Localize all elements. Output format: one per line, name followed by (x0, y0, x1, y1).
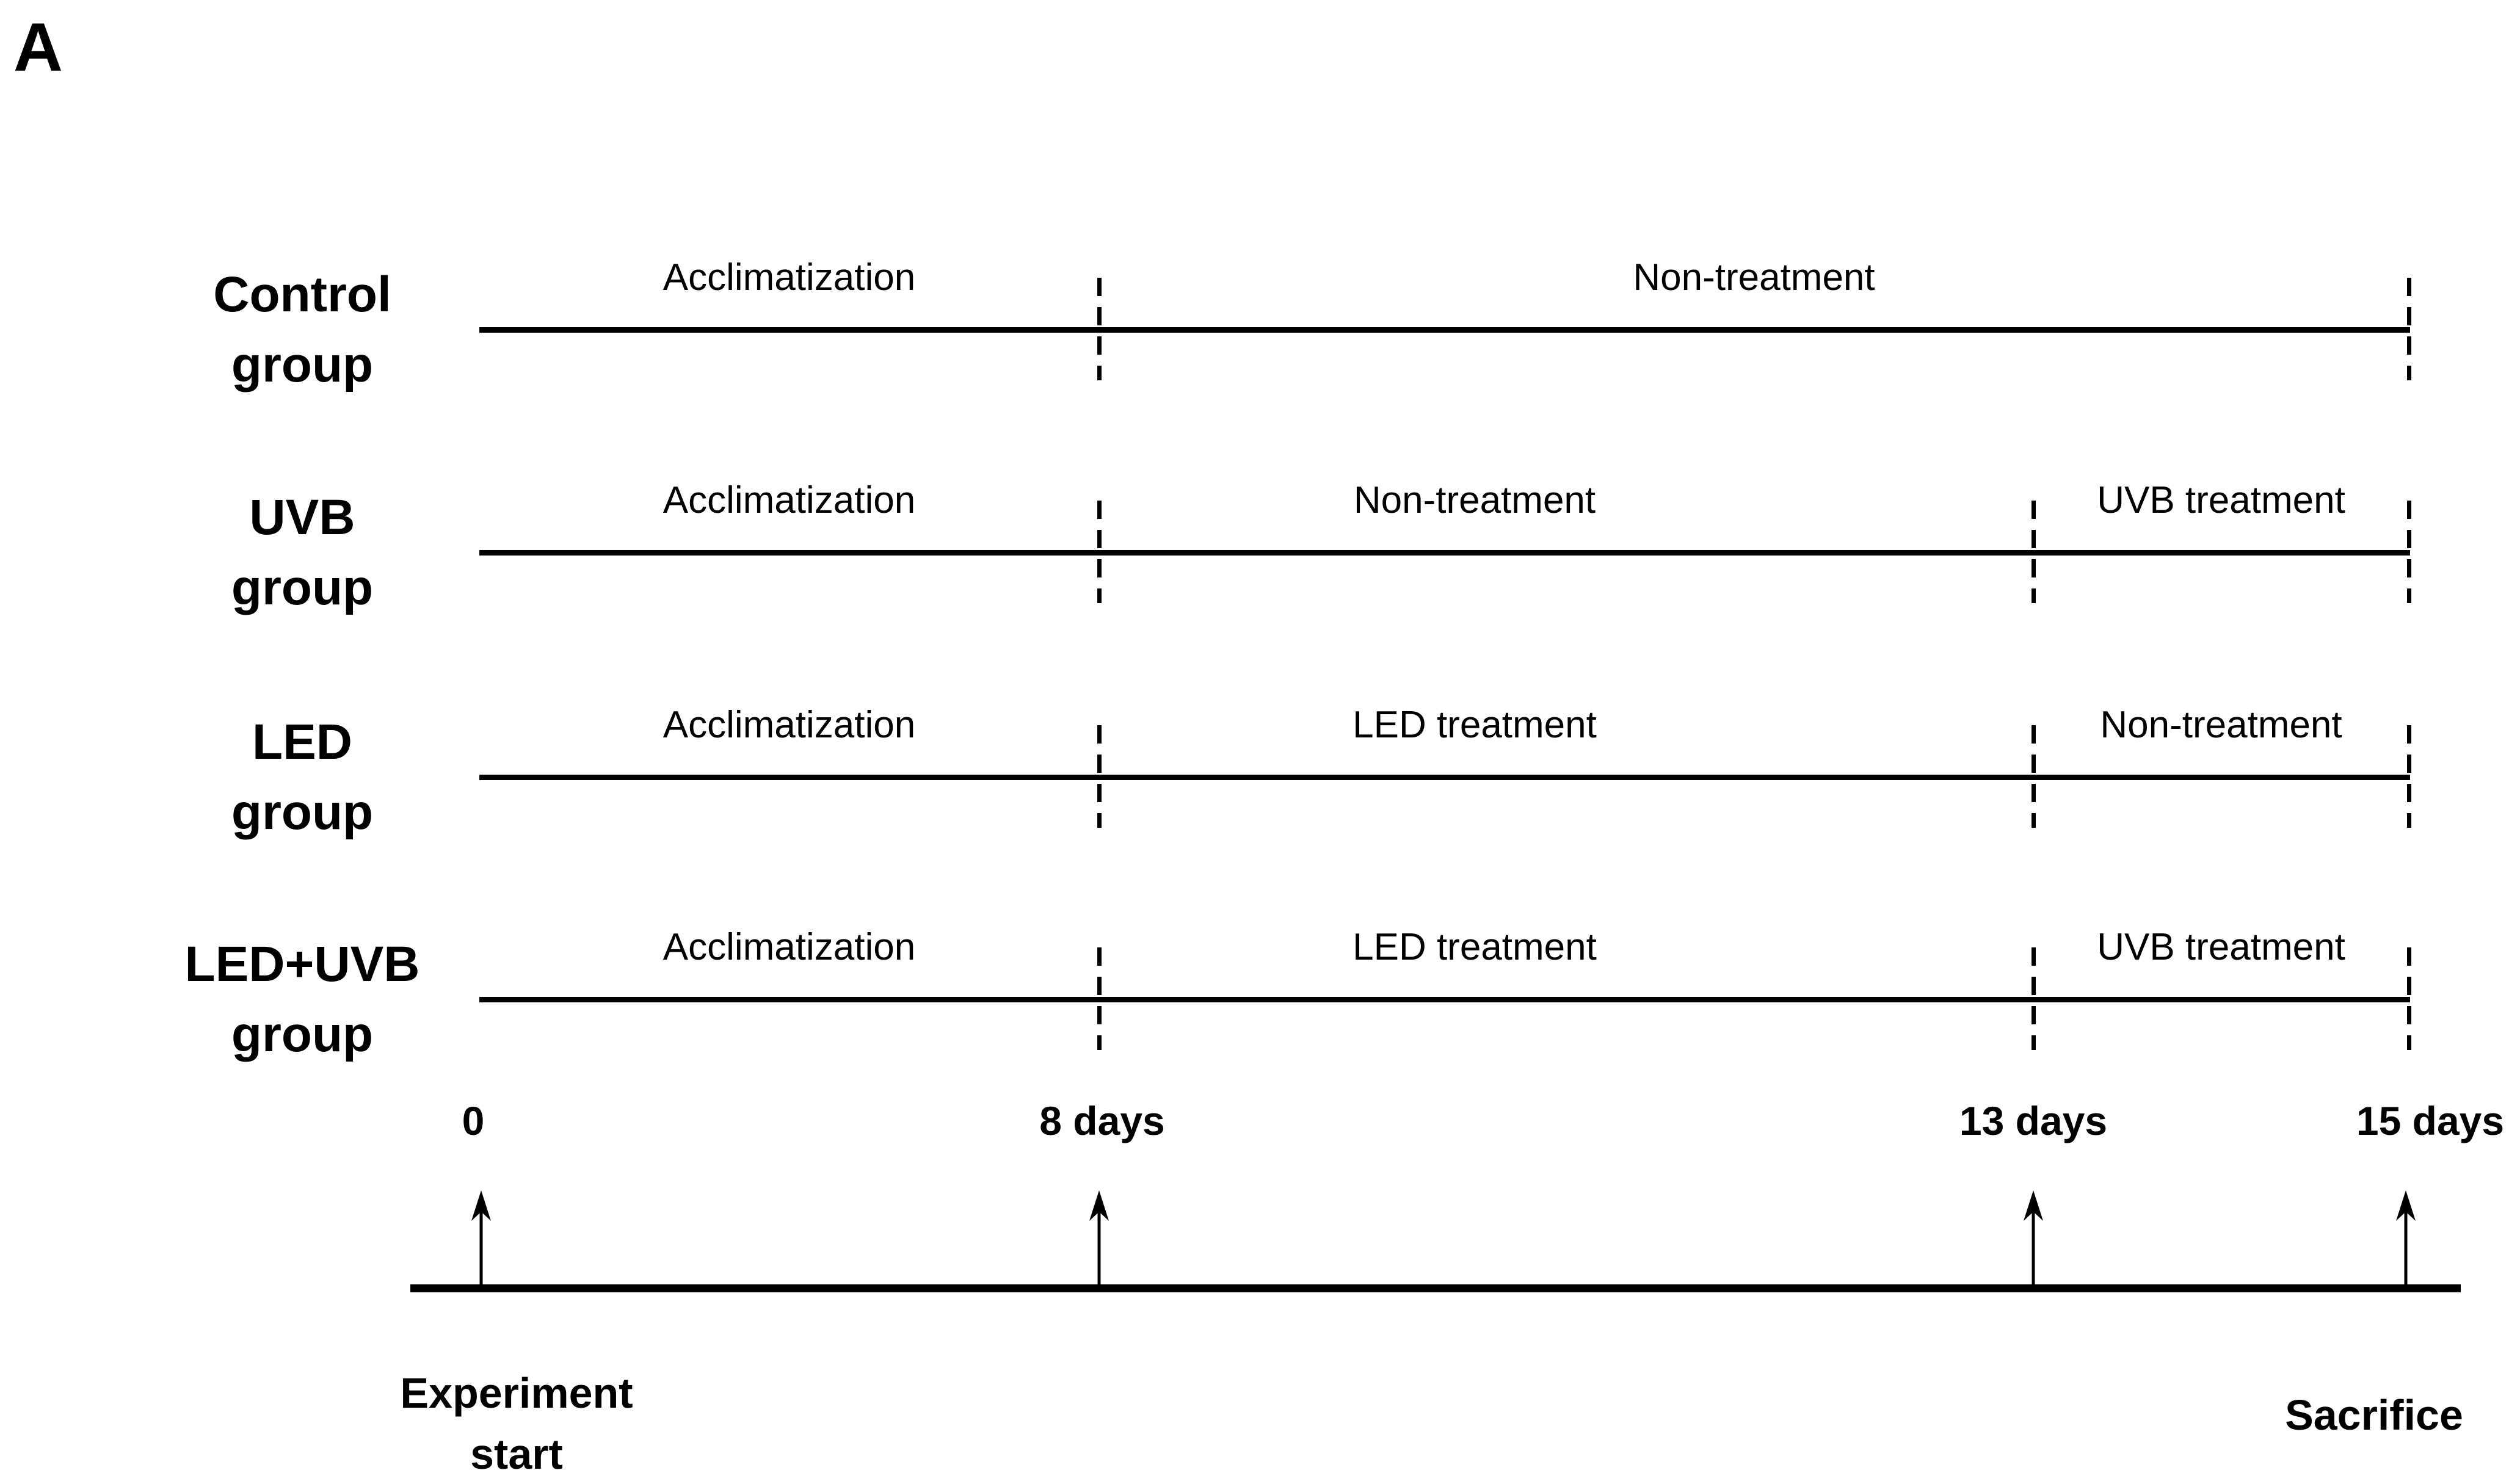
phase-boundary-dash (2407, 278, 2411, 380)
group-name-line1: LED (252, 714, 352, 770)
phase-boundary-dash (1097, 725, 1102, 828)
timeline-line (479, 997, 2410, 1002)
group-name-line2: group (231, 337, 374, 393)
phase-boundary-dash (2032, 725, 2036, 828)
experiment-start-line2: start (470, 1430, 563, 1478)
day-label: 8 days (1039, 1098, 1165, 1143)
timeline-line (479, 327, 2410, 333)
day-label: 15 days (2356, 1098, 2505, 1143)
phase-label: UVB treatment (2097, 926, 2345, 968)
phase-label: Acclimatization (663, 479, 916, 521)
sacrifice-label: Sacrifice (2285, 1391, 2463, 1439)
group-name: LED group (153, 707, 452, 847)
phase-boundary-dash (2407, 501, 2411, 603)
group-name-line1: Control (213, 267, 391, 322)
axis-line (410, 1284, 2461, 1292)
up-arrow-icon (471, 1190, 491, 1292)
group-name: LED+UVB group (153, 929, 452, 1070)
timeline-line (479, 775, 2410, 780)
group-name-line2: group (231, 560, 374, 615)
group-name: Control group (153, 259, 452, 400)
up-arrow-icon (1089, 1190, 1109, 1292)
up-arrow-icon (2396, 1190, 2416, 1292)
phase-boundary-dash (2407, 725, 2411, 828)
experiment-start-line1: Experiment (400, 1369, 633, 1417)
phase-label: LED treatment (1353, 926, 1597, 968)
day-label: 0 (462, 1098, 485, 1143)
phase-label: Acclimatization (663, 926, 916, 968)
phase-label: Non-treatment (1353, 479, 1596, 521)
group-name-line2: group (231, 1007, 374, 1062)
phase-label: UVB treatment (2097, 479, 2345, 521)
phase-label: Non-treatment (2100, 704, 2342, 746)
group-name: UVB group (153, 482, 452, 623)
up-arrow-icon (2024, 1190, 2043, 1292)
phase-boundary-dash (1097, 947, 1102, 1050)
panel-label: A (13, 9, 63, 85)
phase-boundary-dash (2407, 947, 2411, 1050)
phase-label: Acclimatization (663, 704, 916, 746)
phase-label: Non-treatment (1633, 256, 1875, 299)
timeline-line (479, 550, 2410, 556)
experiment-start-label: Experiment start (376, 1363, 657, 1484)
phase-boundary-dash (1097, 501, 1102, 603)
group-name-line1: UVB (249, 490, 355, 545)
day-label: 13 days (1959, 1098, 2108, 1143)
phase-boundary-dash (2032, 501, 2036, 603)
phase-label: Acclimatization (663, 256, 916, 299)
phase-label: LED treatment (1353, 704, 1597, 746)
phase-boundary-dash (2032, 947, 2036, 1050)
group-name-line1: LED+UVB (184, 936, 420, 992)
phase-boundary-dash (1097, 278, 1102, 380)
group-name-line2: group (231, 784, 374, 840)
